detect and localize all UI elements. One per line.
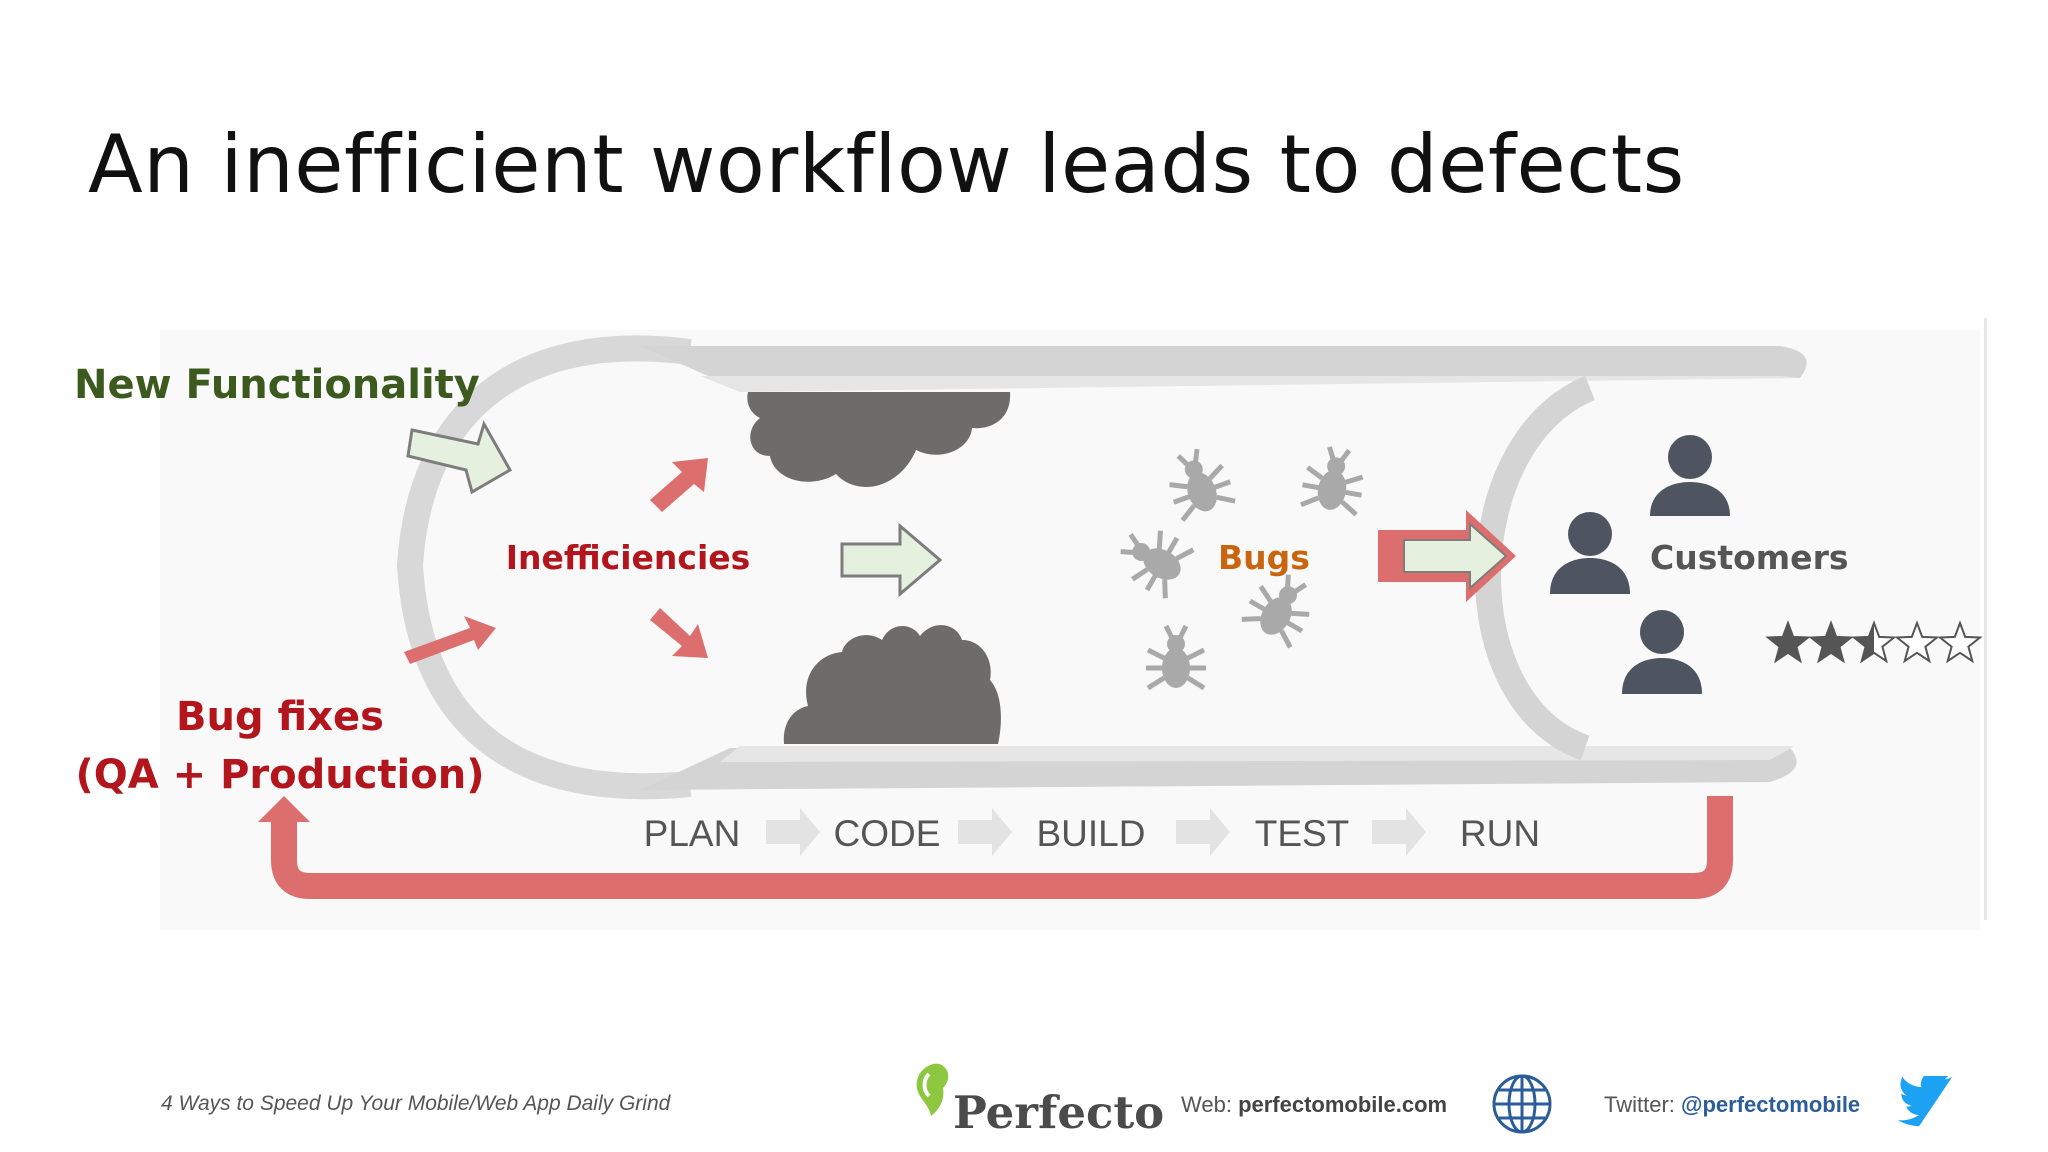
slide-title: An inefficient workflow leads to defects <box>88 118 1685 211</box>
web-label: Web: <box>1181 1092 1239 1117</box>
pipe-bottom-inner <box>720 746 1795 762</box>
stage-run: RUN <box>1460 813 1540 854</box>
cloud-top <box>747 392 1011 487</box>
feedback-loop-arrowhead <box>258 796 310 822</box>
stage-arrow-1 <box>766 808 820 856</box>
star-icon <box>1894 620 1940 664</box>
globe-icon <box>1492 1074 1552 1134</box>
bugs-label: Bugs <box>1218 538 1310 577</box>
inefficiencies-label: Inefficiencies <box>506 538 751 577</box>
new-functionality-arrow <box>406 420 513 495</box>
stage-arrow-3 <box>1176 808 1230 856</box>
feedback-loop-arrow <box>271 796 1733 899</box>
web-link[interactable]: Web: perfectomobile.com <box>1181 1092 1447 1118</box>
cloud-bottom <box>783 625 1001 744</box>
qa-production-label: (QA + Production) <box>75 752 484 798</box>
bug-icon-1 <box>1169 448 1236 522</box>
pipe-left-funnel <box>396 335 692 800</box>
stage-arrow-4 <box>1372 808 1426 856</box>
inefficiency-arrow-up <box>650 458 708 512</box>
stage-build: BUILD <box>1037 813 1146 854</box>
web-url[interactable]: perfectomobile.com <box>1238 1092 1448 1117</box>
customers-label: Customers <box>1650 538 1848 577</box>
twitter-handle[interactable]: @perfectomobile <box>1681 1092 1861 1117</box>
stage-code: CODE <box>834 813 941 854</box>
twitter-label: Twitter: <box>1604 1092 1682 1117</box>
pipe-top-inner <box>700 376 1800 392</box>
person-icon-3 <box>1622 610 1702 694</box>
right-divider <box>1984 318 1987 920</box>
bug-fixes-label: Bug fixes <box>176 694 384 740</box>
bug-icon-2 <box>1300 446 1364 517</box>
star-fill <box>1811 623 1851 661</box>
bug-icon-4 <box>1241 574 1310 649</box>
stage-plan: PLAN <box>644 813 741 854</box>
new-functionality-label: New Functionality <box>74 362 480 408</box>
star-icon <box>1937 620 1983 664</box>
footer-caption: 4 Ways to Speed Up Your Mobile/Web App D… <box>161 1092 671 1115</box>
person-icon-1 <box>1650 435 1730 516</box>
perfecto-brand: Perfecto <box>953 1086 1165 1139</box>
person-icon-2 <box>1550 512 1630 594</box>
stage-arrow-2 <box>958 808 1012 856</box>
inefficiency-arrow-down <box>650 608 708 658</box>
process-arrow <box>840 522 943 598</box>
twitter-link[interactable]: Twitter: @perfectomobile <box>1604 1092 1860 1118</box>
stage-test: TEST <box>1255 813 1350 854</box>
perfecto-logo-icon <box>916 1063 949 1116</box>
bug-icon-3 <box>1120 530 1195 599</box>
bug-icon-5 <box>1146 624 1206 691</box>
twitter-bird-icon <box>1898 1076 1953 1127</box>
bug-fix-arrow <box>404 616 496 664</box>
output-arrow <box>1403 521 1508 591</box>
star-fill <box>1768 623 1808 661</box>
customer-rating <box>1765 620 1983 664</box>
star-fill <box>1854 623 1874 661</box>
